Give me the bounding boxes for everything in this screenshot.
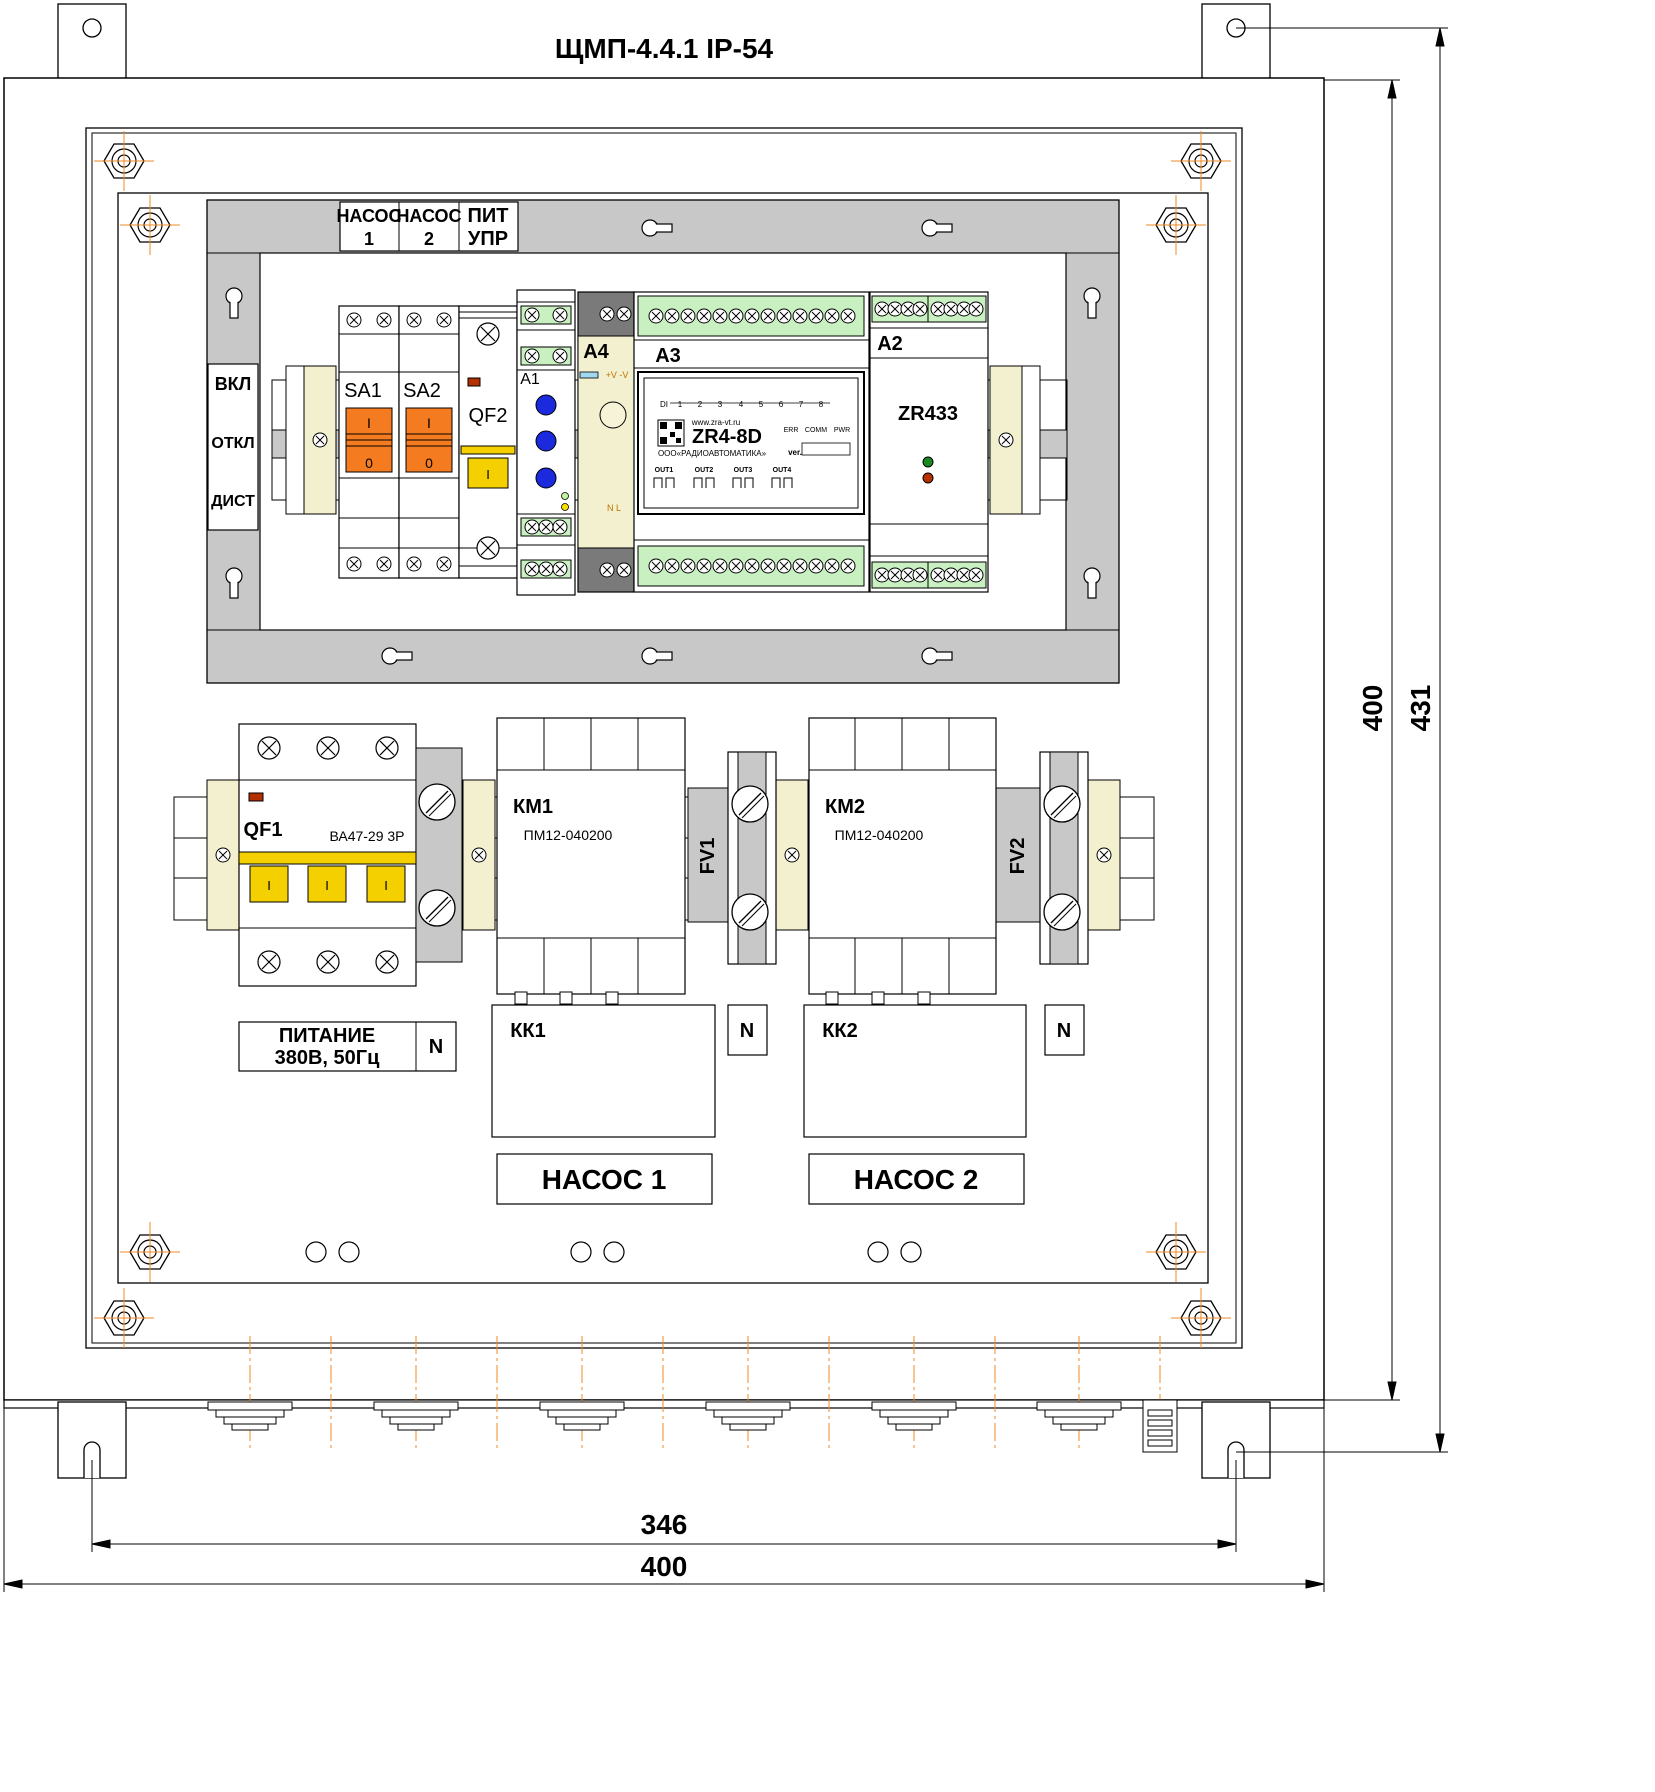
n-box-2 [1044, 1004, 1085, 1056]
bottom-holes [305, 1241, 922, 1263]
a3-maker: ООО«РАДИОАВТОМАТИКА» [658, 449, 767, 458]
ground-bolt-icon [1142, 1399, 1178, 1453]
module-a4 [577, 291, 635, 593]
pump2-plate-label: НАСОС 2 [854, 1164, 979, 1195]
mode-remote-label: ДИСТ [211, 493, 255, 510]
a3-ver: ver. [788, 448, 802, 457]
mode-on-label: ВКЛ [215, 374, 252, 394]
fv2-label: FV2 [1007, 838, 1029, 875]
contactor-km1 [496, 717, 686, 995]
a1-label: А1 [520, 371, 540, 388]
dim-width-inner: 346 [641, 1509, 688, 1540]
a4-terminals-bottom: N L [607, 503, 621, 513]
a3-ch-8: 8 [819, 400, 824, 409]
a3-out2: OUT2 [695, 467, 714, 474]
output-relay-symbols [653, 477, 793, 488]
kk2-label: КК2 [822, 1020, 858, 1042]
sa2-on-mark: I [427, 415, 431, 431]
contactor-km2 [808, 717, 997, 995]
a3-ch-6: 6 [779, 400, 784, 409]
qr-code-icon [657, 419, 685, 447]
a3-model: ZR4-8D [692, 426, 762, 448]
module-a3 [633, 291, 870, 593]
top-label-strip [339, 201, 519, 252]
power-line2: 380В, 50Гц [275, 1047, 381, 1069]
breaker-qf2[interactable] [458, 305, 518, 579]
a2-model: ZR433 [898, 403, 958, 425]
pump1-plate [496, 1153, 713, 1205]
power-line1: ПИТАНИЕ [279, 1025, 375, 1047]
dim-height-outer: 431 [1405, 685, 1436, 732]
label-pump2-b: 2 [424, 229, 434, 249]
sa1-label: SA1 [344, 380, 382, 402]
km1-model: ПМ12-040200 [524, 827, 613, 843]
km2-model: ПМ12-040200 [835, 827, 924, 843]
mode-off-label: ОТКЛ [211, 435, 254, 452]
label-pwr-b: УПР [468, 228, 508, 250]
a3-led-err: ERR [784, 427, 799, 434]
qf2-on-mark: I [486, 467, 490, 482]
breaker-qf1[interactable] [238, 723, 417, 987]
qf2-label: QF2 [469, 405, 508, 427]
power-label-box [238, 1021, 457, 1072]
sa2-label: SA2 [403, 380, 441, 402]
a3-out4: OUT4 [773, 467, 792, 474]
a2-label: А2 [877, 333, 903, 355]
mounting-ear-top-left [57, 3, 127, 81]
label-pump1-a: НАСОС [336, 206, 401, 226]
a3-ch-2: 2 [698, 400, 703, 409]
thermal-relay-kk2 [803, 991, 1027, 1138]
power-n: N [429, 1036, 443, 1058]
a3-led-comm: COMM [805, 427, 827, 434]
enclosure-bottom-lip [3, 1399, 1325, 1409]
qf1-label: QF1 [244, 819, 283, 841]
a3-url: www.zra-vt.ru [691, 418, 740, 427]
a3-out1: OUT1 [655, 467, 674, 474]
a3-led-pwr: PWR [834, 427, 850, 434]
dim-height-inner: 400 [1357, 685, 1388, 732]
module-a1 [516, 289, 576, 596]
pump1-plate-label: НАСОС 1 [542, 1164, 667, 1195]
n-label-2: N [1057, 1020, 1071, 1042]
a3-ch-4: 4 [739, 400, 744, 409]
qf1-mark-1: I [267, 878, 271, 893]
sa1-on-mark: I [367, 415, 371, 431]
a4-label: А4 [583, 341, 609, 363]
km2-label: КМ2 [825, 796, 865, 818]
qf1-mark-2: I [325, 878, 329, 893]
panel-title: ЩМП-4.4.1 IP-54 [555, 33, 774, 64]
pump2-plate [808, 1153, 1025, 1205]
n-label-1: N [740, 1020, 754, 1042]
a3-ch-1: 1 [678, 400, 683, 409]
switch-sa2[interactable] [398, 305, 460, 579]
a3-out3: OUT3 [734, 467, 753, 474]
label-pump2-a: НАСОС [396, 206, 461, 226]
a3-di-label: DI [660, 400, 668, 409]
sa1-off-mark: 0 [365, 455, 373, 471]
dimension-lines [3, 27, 1448, 1592]
label-pump1-b: 1 [364, 229, 374, 249]
surge-arrester-fv1 [727, 751, 777, 965]
qf1-model: ВА47-29 3P [329, 828, 404, 844]
qf1-terminal-block [415, 747, 463, 963]
surge-arrester-fv2 [1039, 751, 1089, 965]
fv1-label: FV1 [697, 838, 719, 875]
n-box-1 [727, 1004, 768, 1056]
km1-label: КМ1 [513, 796, 553, 818]
dim-width-outer: 400 [641, 1551, 688, 1582]
kk1-label: КК1 [510, 1020, 546, 1042]
sa2-off-mark: 0 [425, 455, 433, 471]
a3-ch-3: 3 [718, 400, 723, 409]
label-pwr-a: ПИТ [468, 205, 509, 227]
a4-terminals-top: +V -V [606, 370, 629, 380]
switch-sa1[interactable] [338, 305, 400, 579]
a3-ch-7: 7 [799, 400, 804, 409]
qf1-mark-3: I [384, 878, 388, 893]
a3-label: А3 [655, 345, 681, 367]
mode-label-box [207, 363, 259, 531]
mounting-ear-top-right [1201, 3, 1271, 81]
a3-ch-5: 5 [759, 400, 764, 409]
thermal-relay-kk1 [491, 991, 716, 1138]
